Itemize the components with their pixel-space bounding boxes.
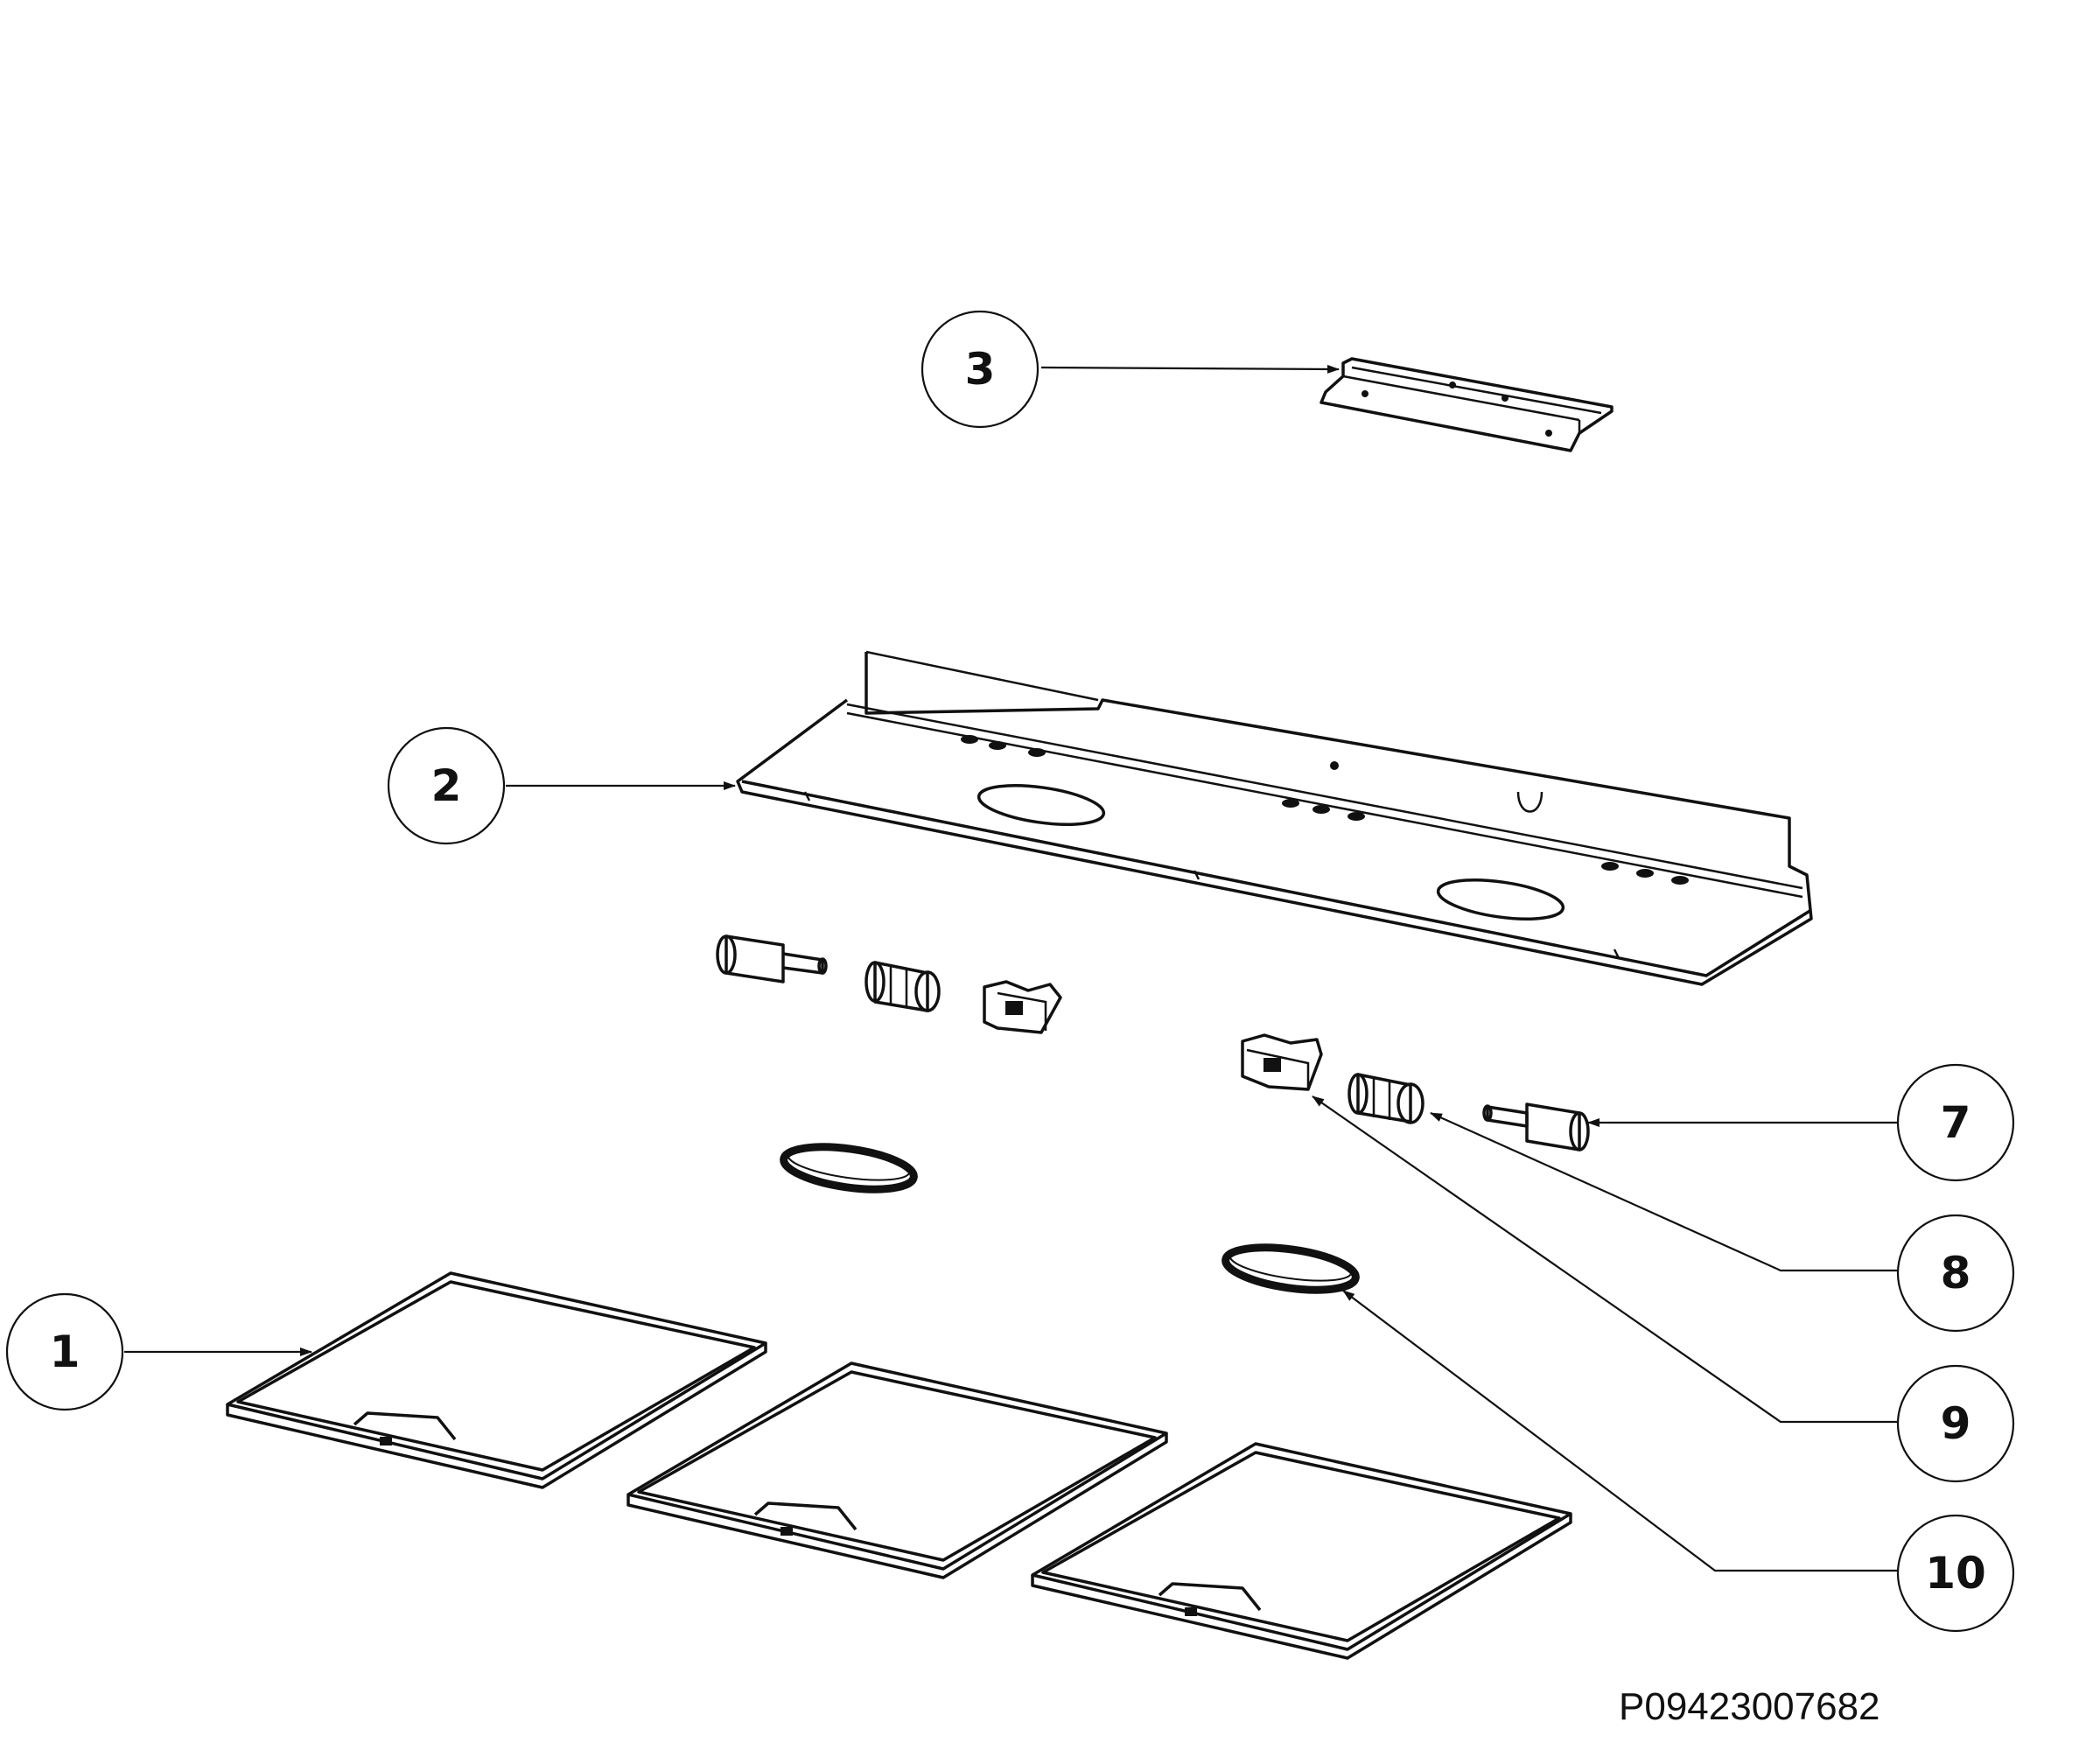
callout-label: 8 <box>1941 1248 1971 1298</box>
part-clip <box>1241 1033 1323 1091</box>
callout-label: 9 <box>1941 1398 1971 1449</box>
callout-7: 7 <box>1896 1063 2015 1182</box>
callout-label: 1 <box>50 1326 80 1377</box>
callout-label: 3 <box>965 344 996 395</box>
part-left-bushing <box>864 961 941 1012</box>
part-left-clip <box>983 980 1062 1034</box>
callout-label: 2 <box>431 760 462 811</box>
callout-10: 10 <box>1896 1514 2015 1633</box>
part-pin <box>1482 1102 1590 1152</box>
part-filter-3 <box>1031 1442 1572 1660</box>
part-bracket <box>1320 357 1614 452</box>
part-left-gasket <box>780 1143 918 1194</box>
part-filter-1 <box>226 1271 767 1489</box>
drawing-code: P09423007682 <box>1619 1685 1880 1728</box>
callout-3: 3 <box>920 310 1040 429</box>
part-mounting-plate <box>736 650 1813 986</box>
part-left-pin <box>716 934 828 984</box>
callout-9: 9 <box>1896 1364 2015 1483</box>
leader-lines <box>124 364 1897 1572</box>
callout-label: 7 <box>1941 1097 1971 1148</box>
part-gasket <box>1222 1243 1360 1294</box>
part-filter-2 <box>626 1362 1168 1579</box>
callout-2: 2 <box>387 726 506 845</box>
part-bushing <box>1348 1073 1424 1124</box>
callout-label: 10 <box>1925 1548 1986 1599</box>
callout-1: 1 <box>5 1292 124 1411</box>
callout-8: 8 <box>1896 1214 2015 1333</box>
